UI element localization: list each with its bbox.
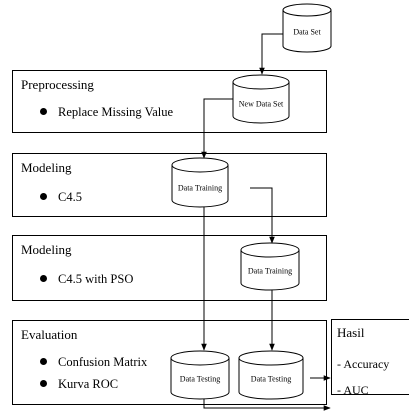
modeling-pso-title: Modeling xyxy=(21,242,72,257)
testing-cylinder-2 xyxy=(238,350,304,400)
bullet-icon xyxy=(40,380,47,387)
preprocessing-item: Replace Missing Value xyxy=(40,105,173,120)
preprocessing-title: Preprocessing xyxy=(21,77,94,92)
hasil-box xyxy=(331,319,409,395)
modeling-c45-box: Modeling C4.5 xyxy=(12,153,327,217)
evaluation-item-kurva-roc: Kurva ROC xyxy=(40,377,118,392)
training-label: Data Training xyxy=(177,183,223,193)
dataset-label: Data Set xyxy=(293,27,321,37)
testing-label-2: Data Testing xyxy=(250,374,292,384)
training-pso-cylinder xyxy=(240,242,300,291)
testing-cylinder-1 xyxy=(170,350,230,400)
dataset-cylinder xyxy=(282,3,332,53)
training-pso-label: Data Training xyxy=(247,266,293,276)
newdataset-label: New Data Set xyxy=(238,99,284,109)
modeling-title: Modeling xyxy=(21,160,72,175)
arrow-training-to-training-pso xyxy=(250,187,275,244)
bullet-icon xyxy=(40,193,47,200)
hasil-title: Hasil xyxy=(337,325,365,340)
arrow-dataset-to-newdataset xyxy=(259,33,283,75)
hasil-item-auc: - AUC xyxy=(337,383,369,397)
bullet-icon xyxy=(40,275,47,282)
modeling-item: C4.5 xyxy=(40,190,82,205)
evaluation-item-confusion-matrix: Confusion Matrix xyxy=(40,355,147,370)
hasil-item-accuracy: - Accuracy xyxy=(337,357,390,371)
modeling-pso-item: C4.5 with PSO xyxy=(40,272,133,287)
bullet-icon xyxy=(40,108,47,115)
training-cylinder xyxy=(171,157,229,208)
newdataset-cylinder xyxy=(232,74,290,124)
arrow-newdataset-to-training xyxy=(201,98,233,159)
evaluation-title: Evaluation xyxy=(21,327,78,342)
testing-label-1: Data Testing xyxy=(179,374,221,384)
bullet-icon xyxy=(40,358,47,365)
